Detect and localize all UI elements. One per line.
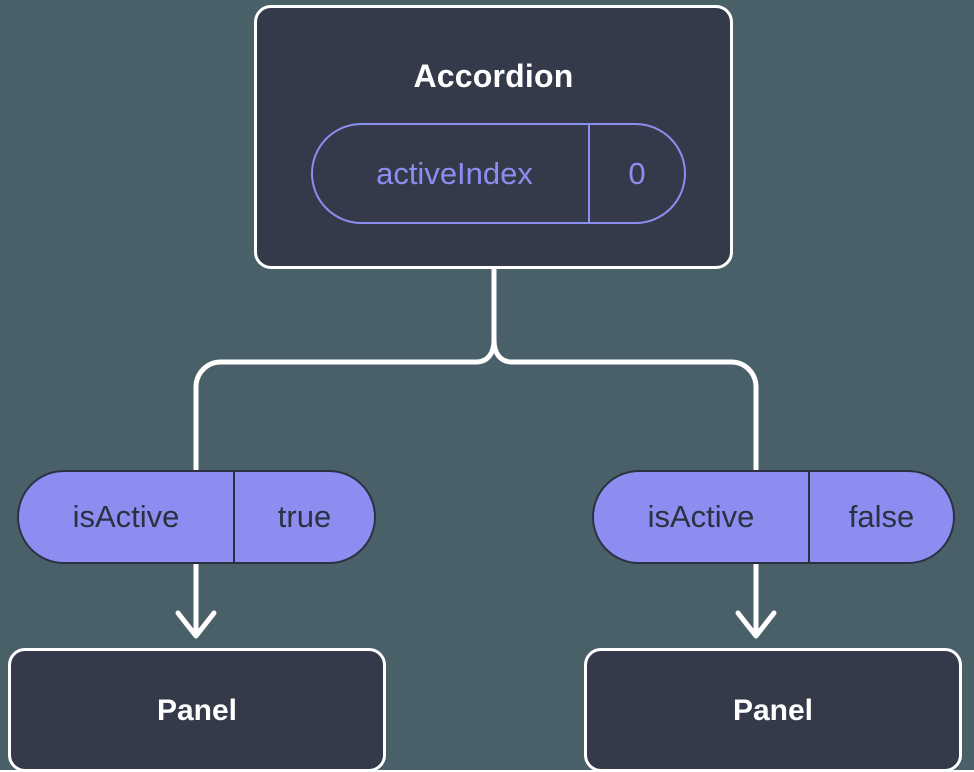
prop-badge-value: false (848, 499, 915, 534)
arrow-left-head (175, 610, 217, 639)
fork-connector (491, 266, 759, 473)
accordion-component-box[interactable]: Accordion activeIndex 0 (254, 5, 733, 269)
prop-badge-is-active-true[interactable]: isActive true (17, 470, 376, 564)
fork-connector-left (193, 337, 497, 473)
state-badge-active-index[interactable]: activeIndex 0 (311, 123, 686, 224)
prop-badge-is-active-false[interactable]: isActive false (592, 470, 955, 564)
panel-component-box-right[interactable]: Panel (584, 648, 962, 772)
prop-badge-value: true (277, 499, 332, 534)
state-badge-value: 0 (628, 155, 646, 191)
state-badge-key: activeIndex (313, 125, 590, 222)
prop-badge-key: isActive (594, 472, 810, 562)
panel-title: Panel (156, 694, 238, 727)
arrow-right-head (735, 610, 777, 639)
prop-badge-key: isActive (19, 472, 235, 562)
accordion-title: Accordion (413, 58, 574, 94)
panel-component-box-left[interactable]: Panel (8, 648, 386, 772)
panel-title: Panel (732, 694, 814, 727)
